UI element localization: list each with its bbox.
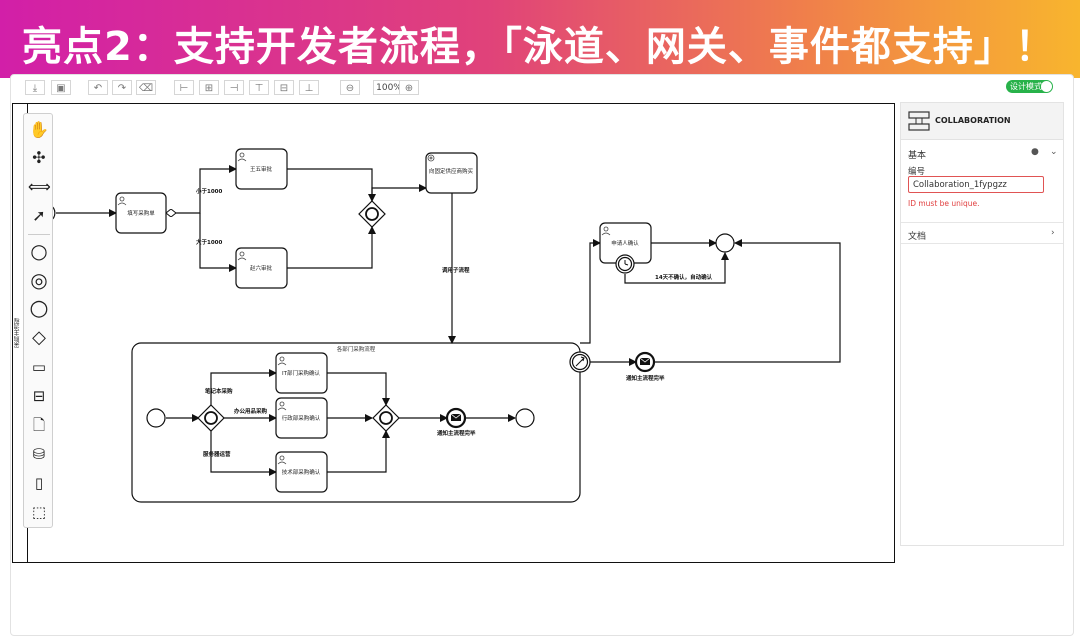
properties-panel: COLLABORATION 基本 ● ⌄ 编号 Collaboration_1f… [900, 102, 1064, 546]
promo-banner: 亮点2：支持开发者流程，「泳道、网关、事件都支持」！ [0, 0, 1080, 78]
hand-tool-icon[interactable]: ✋ [29, 120, 49, 139]
chevron-right-icon[interactable]: › [1051, 228, 1055, 238]
eraser-icon[interactable]: ⌫ [136, 80, 156, 95]
align-middle-icon[interactable]: ⊟ [274, 80, 294, 95]
align-bottom-icon[interactable]: ⊥ [299, 80, 319, 95]
toolbar: ⤓ ▣ ↶ ↷ ⌫ ⊢ ⊞ ⊣ ⊤ ⊟ ⊥ ⊖ 100% ⊕ [10, 74, 1072, 101]
section-docs-title[interactable]: 文档 [908, 232, 927, 242]
zoom-in-icon[interactable]: ⊕ [399, 80, 419, 95]
dot-indicator-icon: ● [1031, 147, 1039, 157]
chevron-down-icon[interactable]: ⌄ [1050, 147, 1058, 157]
element-type: COLLABORATION [935, 116, 1011, 125]
banner-title: 亮点2：支持开发者流程，「泳道、网关、事件都支持」！ [22, 24, 1056, 70]
user-task-tool-icon[interactable]: ▭ [31, 358, 47, 376]
palette-divider [28, 234, 50, 235]
zoom-out-icon[interactable]: ⊖ [340, 80, 360, 95]
lasso-tool-icon[interactable]: ✣ [32, 148, 46, 167]
section-basic-title[interactable]: 基本 [908, 151, 927, 161]
panel-divider [901, 243, 1063, 244]
pool-tool-icon[interactable]: ▯ [34, 474, 44, 492]
id-input[interactable]: Collaboration_1fypgzz [908, 176, 1044, 193]
collaboration-icon [908, 111, 930, 131]
subprocess-tool-icon[interactable]: ⊟ [32, 387, 46, 405]
undo-icon[interactable]: ↶ [88, 80, 108, 95]
intermediate-event-tool-icon[interactable]: ◎ [30, 268, 48, 292]
id-field-label: 编号 [908, 167, 926, 177]
gateway-tool-icon[interactable]: ◇ [32, 327, 46, 348]
align-right-icon[interactable]: ⊣ [224, 80, 244, 95]
panel-header: COLLABORATION [901, 103, 1063, 140]
space-tool-icon[interactable]: ⟺ [28, 177, 51, 196]
align-center-icon[interactable]: ⊞ [199, 80, 219, 95]
group-tool-icon[interactable]: ⬚ [31, 503, 47, 521]
image-export-icon[interactable]: ▣ [51, 80, 71, 95]
toggle-knob [1041, 81, 1052, 92]
design-mode-toggle[interactable]: 设计模式 [1006, 80, 1053, 93]
download-icon[interactable]: ⤓ [25, 80, 45, 95]
panel-divider [901, 222, 1063, 223]
id-error-message: ID must be unique. [908, 199, 980, 208]
redo-icon[interactable]: ↷ [112, 80, 132, 95]
start-event-tool-icon[interactable]: ○ [30, 239, 48, 263]
align-left-icon[interactable]: ⊢ [174, 80, 194, 95]
bpmn-canvas[interactable] [12, 103, 895, 563]
data-object-tool-icon[interactable]: 🗋 [32, 416, 46, 434]
design-mode-label: 设计模式 [1010, 82, 1042, 91]
align-top-icon[interactable]: ⊤ [249, 80, 269, 95]
end-event-tool-icon[interactable]: ○ [29, 296, 49, 321]
data-store-tool-icon[interactable]: ⛁ [32, 445, 46, 463]
tool-palette: ✋ ✣ ⟺ ➚ ○ ◎ ○ ◇ ▭ ⊟ 🗋 ⛁ ▯ ⬚ [23, 113, 53, 528]
connect-tool-icon[interactable]: ➚ [32, 206, 46, 225]
